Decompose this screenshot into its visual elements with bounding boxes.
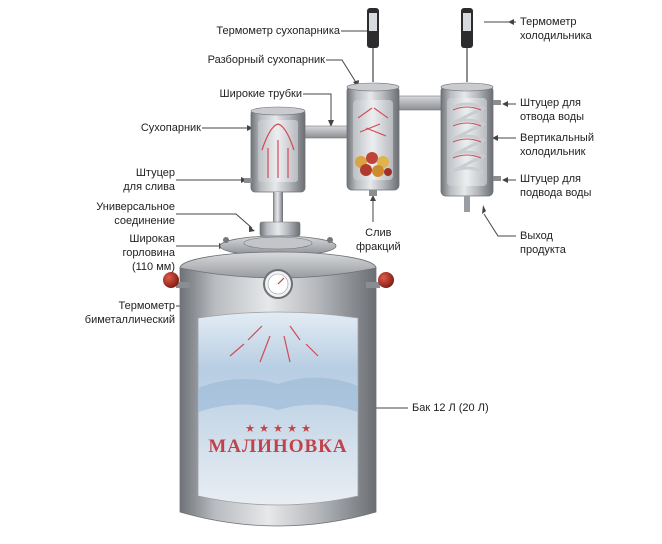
brand-star-icon: ★ xyxy=(259,423,269,435)
label-collapsible-dry-steamer: Разборный сухопарник xyxy=(207,54,325,66)
thermometer-cooler-icon xyxy=(461,8,473,82)
bimetal-thermometer-icon xyxy=(263,269,293,299)
fruit-basket xyxy=(355,152,392,177)
universal-connection xyxy=(259,221,301,237)
main-tank xyxy=(163,251,394,527)
dry-steamer xyxy=(244,106,306,226)
brand-name: МАЛИНОВКА xyxy=(208,436,347,457)
thermometer-dry-steamer-icon xyxy=(367,8,379,82)
brand-stars: ★ ★ ★ ★ ★ xyxy=(245,423,311,435)
tank-handles xyxy=(163,272,394,288)
wide-neck xyxy=(219,235,337,257)
label-wide-tubes: Широкие трубки xyxy=(219,88,302,100)
vertical-cooler xyxy=(440,82,501,212)
label-tank: Бак 12 Л (20 Л) xyxy=(412,402,489,414)
brand-star-icon: ★ xyxy=(301,423,311,435)
brand-star-icon: ★ xyxy=(245,423,255,435)
collapsible-dry-steamer xyxy=(346,82,400,196)
brand-star-icon: ★ xyxy=(287,423,297,435)
brand-star-icon: ★ xyxy=(273,423,283,435)
label-thermometer-dry-steamer: Термометр сухопарника xyxy=(216,25,340,37)
label-dry-steamer: Сухопарник xyxy=(140,122,201,134)
